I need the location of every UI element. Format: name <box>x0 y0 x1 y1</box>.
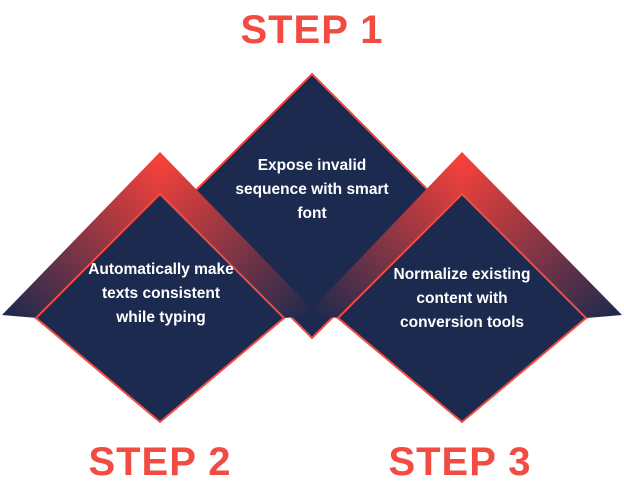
step3-diamond <box>336 192 588 424</box>
step3-description: Normalize existing content with conversi… <box>393 266 531 331</box>
step2-diamond <box>34 192 286 424</box>
step1-title: STEP 1 <box>240 8 384 52</box>
step2-chevron-right-arm <box>160 152 318 318</box>
step3-chevron-right-arm <box>462 152 622 318</box>
step2-title: STEP 2 <box>88 440 232 484</box>
step3-chevron-left-arm <box>306 152 462 318</box>
step2-chevron-left-arm <box>2 152 160 318</box>
step2-description: Automatically make texts consistent whil… <box>88 261 234 326</box>
step1-description: Expose invalid sequence with smart font <box>235 157 389 222</box>
step3-title: STEP 3 <box>388 440 532 484</box>
